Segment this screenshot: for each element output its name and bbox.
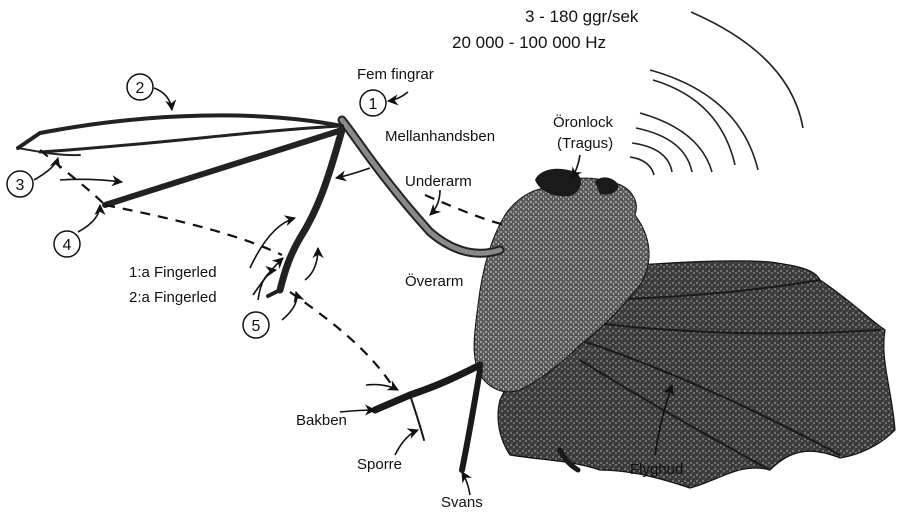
arrow-bakben <box>366 385 398 390</box>
arrow-bakben-foot <box>340 410 375 412</box>
sound-waves <box>630 12 803 175</box>
svg-text:1: 1 <box>369 96 378 113</box>
finger-number-1: 1 <box>360 90 386 116</box>
label-svans: Svans <box>441 494 483 511</box>
arrow-sporre <box>395 430 418 455</box>
label-fingerled-2: 2:a Fingerled <box>129 289 217 306</box>
arrow-number-4 <box>78 205 100 232</box>
label-oronlock: Öronlock <box>553 113 614 131</box>
arrow-number-5b <box>305 248 318 280</box>
label-bakben: Bakben <box>296 412 347 429</box>
finger-number-2: 2 <box>127 74 153 100</box>
label-flyghud: Flyghud <box>630 461 683 478</box>
label-mellanhandsben: Mellanhandsben <box>385 128 495 145</box>
label-overarm: Överarm <box>405 272 463 290</box>
label-tragus: (Tragus) <box>557 135 613 152</box>
svg-text:2: 2 <box>136 80 145 97</box>
arrow-number-4-upper <box>60 179 122 182</box>
arrow-mellanhandsben <box>336 168 370 178</box>
arrow-fem-fingrar <box>388 92 408 101</box>
finger-number-3: 3 <box>7 171 33 197</box>
label-sporre: Sporre <box>357 456 402 473</box>
svg-text:5: 5 <box>252 318 261 335</box>
finger-number-4: 4 <box>54 231 80 257</box>
arrow-number-2 <box>154 88 172 110</box>
finger-number-5: 5 <box>243 312 269 338</box>
arrow-underarm <box>430 190 440 215</box>
label-fem-fingrar: Fem fingrar <box>357 66 434 83</box>
arrow-svans <box>462 472 470 495</box>
svg-text:3: 3 <box>16 177 25 194</box>
label-underarm: Underarm <box>405 173 472 190</box>
frequency-wingbeat-text: 3 - 180 ggr/sek <box>525 7 639 26</box>
label-fingerled-1: 1:a Fingerled <box>129 264 217 281</box>
svg-text:4: 4 <box>63 237 72 254</box>
frequency-hz-text: 20 000 - 100 000 Hz <box>452 33 606 52</box>
